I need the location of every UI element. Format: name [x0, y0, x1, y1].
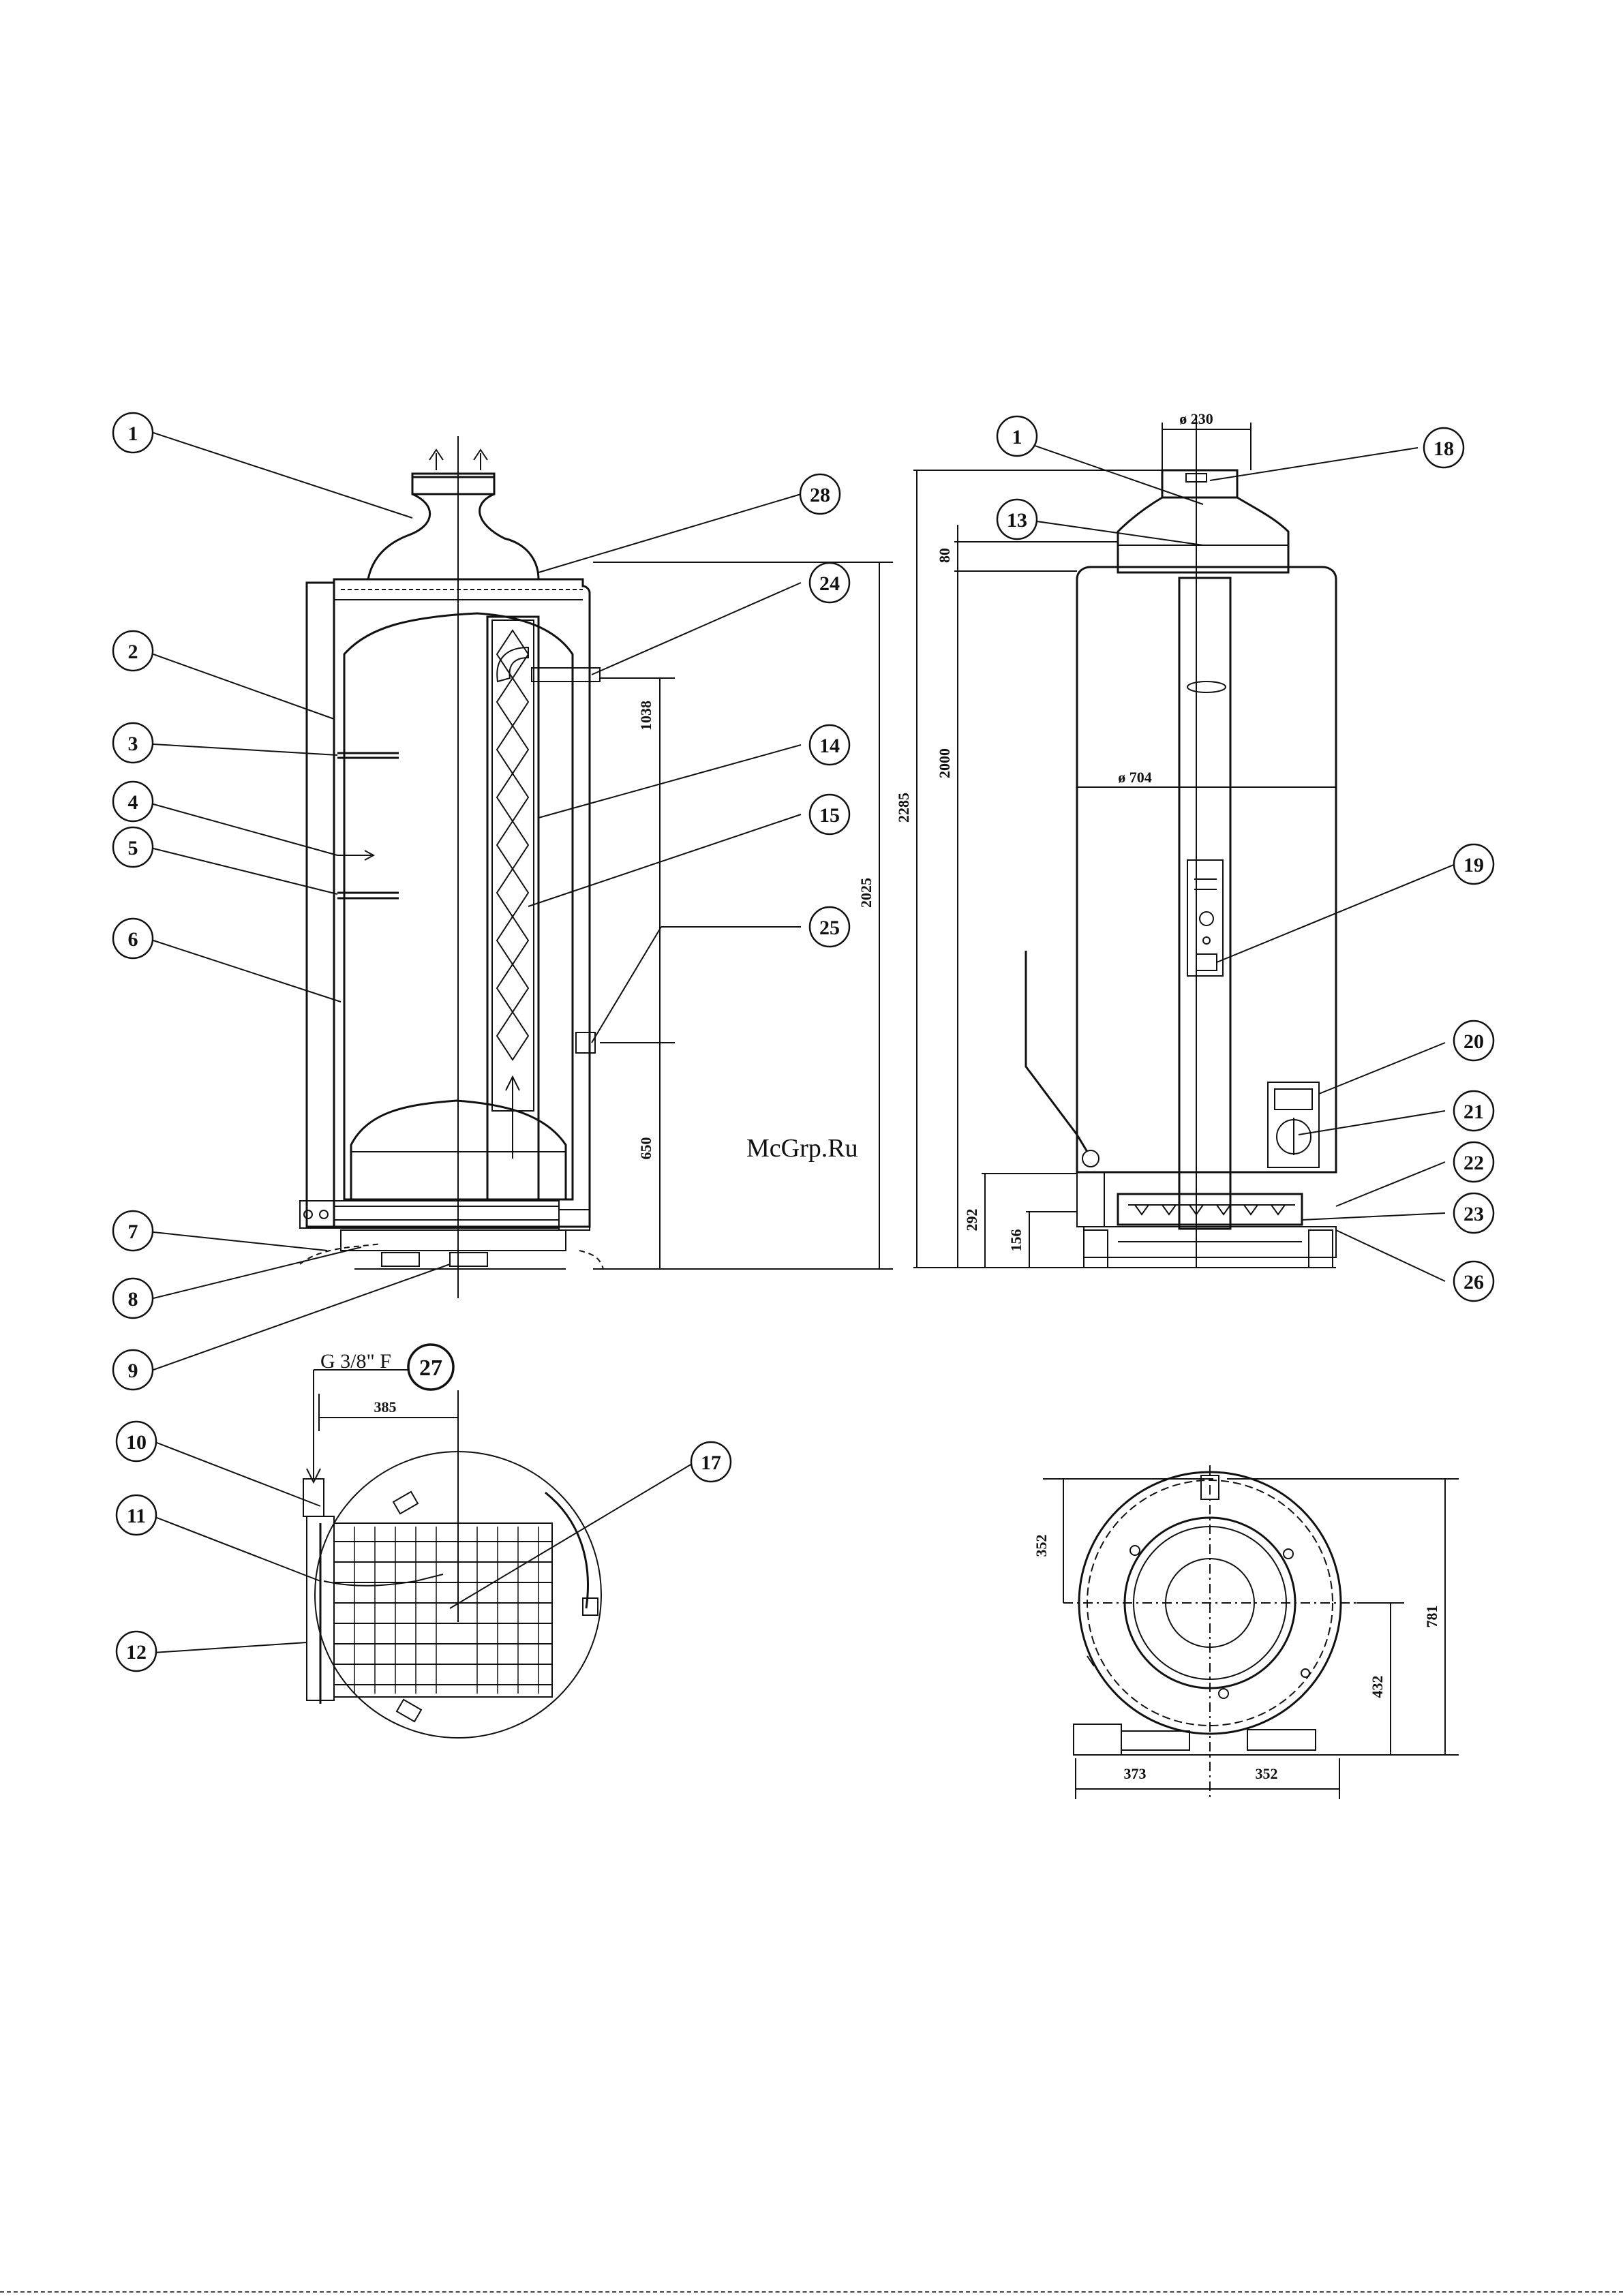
burner-top-view — [303, 1390, 601, 1738]
dimension-292: 292 — [963, 1209, 980, 1231]
front-section-view — [300, 436, 603, 1298]
dimension-352-horizontal: 352 — [1256, 1765, 1278, 1782]
svg-text:11: 11 — [127, 1505, 146, 1527]
callout-20: 20 — [1454, 1021, 1493, 1060]
svg-text:15: 15 — [819, 804, 840, 827]
callout-22: 22 — [1454, 1142, 1493, 1182]
page-bottom-rule — [0, 2291, 1623, 2293]
svg-text:5: 5 — [128, 837, 138, 859]
svg-text:14: 14 — [819, 735, 840, 757]
dimension-156: 156 — [1007, 1229, 1025, 1252]
callout-6: 6 — [113, 919, 153, 958]
dimension-80: 80 — [936, 548, 953, 563]
svg-text:7: 7 — [128, 1221, 138, 1243]
svg-text:22: 22 — [1463, 1152, 1484, 1174]
svg-text:3: 3 — [128, 733, 138, 755]
leader-lines — [153, 433, 1455, 1653]
dimension-diameter-704: ø 704 — [1118, 769, 1152, 786]
dimension-650: 650 — [637, 1137, 654, 1160]
svg-text:25: 25 — [819, 917, 840, 939]
callouts: 1 2 3 4 5 6 7 8 9 10 11 12 17 27 28 24 1… — [113, 413, 1493, 1671]
svg-text:6: 6 — [128, 928, 138, 951]
svg-text:1: 1 — [128, 423, 138, 445]
callout-3: 3 — [113, 723, 153, 763]
callout-9: 9 — [113, 1350, 153, 1390]
svg-text:4: 4 — [128, 791, 138, 814]
svg-text:20: 20 — [1463, 1030, 1484, 1053]
callout-11: 11 — [117, 1495, 156, 1535]
dimension-352-vertical: 352 — [1033, 1535, 1050, 1557]
svg-text:2: 2 — [128, 641, 138, 663]
callout-26: 26 — [1454, 1261, 1493, 1301]
dimension-1038: 1038 — [637, 701, 654, 731]
callout-25: 25 — [810, 907, 849, 947]
dimension-2000: 2000 — [936, 748, 953, 778]
gas-connection-label: G 3/8" F — [320, 1350, 391, 1373]
svg-text:8: 8 — [128, 1288, 138, 1311]
callout-13: 13 — [997, 500, 1037, 539]
svg-text:1: 1 — [1012, 426, 1022, 448]
callout-21: 21 — [1454, 1091, 1493, 1131]
dimension-2285: 2285 — [895, 793, 912, 823]
dimension-373: 373 — [1124, 1765, 1147, 1782]
svg-text:23: 23 — [1463, 1203, 1484, 1225]
callout-2: 2 — [113, 631, 153, 671]
dimension-385: 385 — [374, 1398, 397, 1415]
svg-text:21: 21 — [1463, 1101, 1484, 1123]
dimension-lines — [319, 423, 1459, 1799]
callout-17: 17 — [691, 1442, 731, 1482]
watermark: McGrp.Ru — [746, 1134, 858, 1163]
svg-text:19: 19 — [1463, 854, 1484, 876]
svg-text:13: 13 — [1007, 509, 1027, 532]
callout-12: 12 — [117, 1632, 156, 1671]
callout-18: 18 — [1424, 428, 1463, 468]
callout-23: 23 — [1454, 1193, 1493, 1233]
callout-15: 15 — [810, 795, 849, 834]
callout-19: 19 — [1454, 844, 1493, 884]
callout-27: 27 — [408, 1345, 453, 1390]
callout-14: 14 — [810, 725, 849, 765]
svg-text:10: 10 — [126, 1431, 147, 1454]
dimension-432: 432 — [1369, 1676, 1386, 1698]
dimension-diameter-230: ø 230 — [1179, 410, 1213, 427]
svg-text:24: 24 — [819, 572, 840, 595]
svg-text:17: 17 — [701, 1452, 721, 1474]
callout-1: 1 — [113, 413, 153, 453]
dimension-781: 781 — [1423, 1606, 1440, 1628]
svg-text:12: 12 — [126, 1641, 147, 1664]
callout-10: 10 — [117, 1422, 156, 1461]
callout-1-side: 1 — [997, 416, 1037, 456]
callout-4: 4 — [113, 782, 153, 821]
dimension-2025: 2025 — [858, 878, 875, 908]
callout-8: 8 — [113, 1279, 153, 1318]
callout-28: 28 — [800, 474, 840, 514]
callout-7: 7 — [113, 1211, 153, 1251]
svg-text:27: 27 — [419, 1356, 442, 1381]
callout-24: 24 — [810, 563, 849, 602]
top-plan-view — [1063, 1465, 1356, 1799]
svg-text:26: 26 — [1463, 1271, 1484, 1294]
svg-text:9: 9 — [128, 1360, 138, 1382]
callout-5: 5 — [113, 827, 153, 867]
side-external-view — [1026, 416, 1336, 1268]
svg-text:28: 28 — [810, 484, 830, 506]
svg-text:18: 18 — [1434, 438, 1454, 460]
